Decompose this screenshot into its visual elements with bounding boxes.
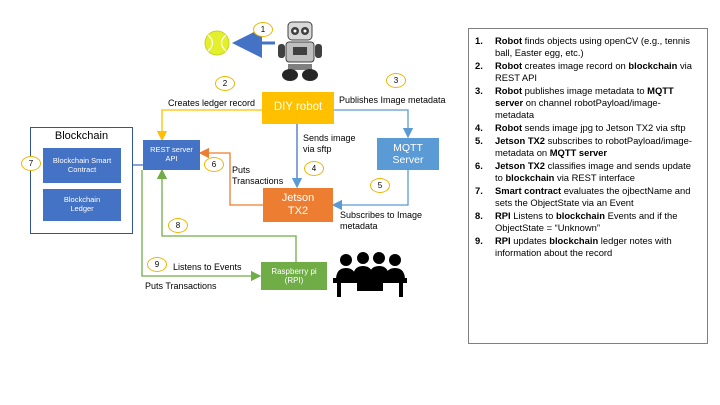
legend-item-number: 3. <box>475 85 483 96</box>
diy-robot-label: DIY robot <box>273 101 323 114</box>
legend-item-number: 1. <box>475 35 483 46</box>
legend-item: 9. RPI updates blockchain ledger notes wi… <box>475 235 699 259</box>
legend-item: 4. Robot sends image jpg to Jetson TX2 vi… <box>475 122 699 134</box>
legend-item-text: Robot sends image jpg to Jetson TX2 via … <box>495 122 686 133</box>
smart-contract-node: Blockchain Smart Contract <box>43 148 121 183</box>
legend-item-number: 7. <box>475 185 483 196</box>
edge-label-publishes-meta: Publishes Image metadata <box>339 95 446 105</box>
edge-label-listens-events: Listens to Events <box>173 262 242 272</box>
mqtt-server-node: MQTT Server <box>377 138 439 170</box>
people-at-desk-icon <box>333 250 407 298</box>
legend-item-number: 4. <box>475 122 483 133</box>
legend-item: 7. Smart contract evaluates the ojbectNam… <box>475 185 699 209</box>
edge-label-puts-tx-jetson: Puts Transactions <box>232 165 284 186</box>
step-marker-3: 3 <box>386 73 406 88</box>
edge-jetson-to-rest <box>198 147 263 206</box>
legend-item: 5. Jetson TX2 subscribes to robotPayload/… <box>475 135 699 159</box>
edge-rest-to-rpi <box>141 170 262 282</box>
legend-item-number: 2. <box>475 60 483 71</box>
step-marker-8: 8 <box>168 218 188 233</box>
jetson-tx2-node: Jetson TX2 <box>263 188 333 222</box>
legend-item-text: RPI updates blockchain ledger notes with… <box>495 235 672 258</box>
legend-item-number: 5. <box>475 135 483 146</box>
step-marker-1: 1 <box>253 22 273 37</box>
rpi-node: Raspberry pi (RPI) <box>261 262 327 290</box>
legend-item-text: Smart contract evaluates the ojbectName … <box>495 185 691 208</box>
robot-icon <box>274 20 326 82</box>
smart-contract-label: Blockchain Smart Contract <box>52 155 112 174</box>
rpi-label: Raspberry pi (RPI) <box>271 266 317 285</box>
jetson-tx2-label: Jetson TX2 <box>281 192 315 217</box>
legend-item: 6. Jetson TX2 classifies image and sends … <box>475 160 699 184</box>
legend-item: 3. Robot publishes image metadata to MQTT… <box>475 85 699 121</box>
ledger-label: Blockchain Ledger <box>63 195 101 213</box>
step-marker-2: 2 <box>215 76 235 91</box>
blockchain-title: Blockchain <box>54 130 109 142</box>
edge-mqtt-to-jetson <box>331 170 409 211</box>
legend-item-number: 6. <box>475 160 483 171</box>
legend-item-text: Robot creates image record on blockchain… <box>495 60 692 83</box>
diy-robot-node: DIY robot <box>262 92 334 124</box>
legend-item-text: RPI Listens to blockchain Events and if … <box>495 210 678 233</box>
mqtt-server-label: MQTT Server <box>392 141 424 166</box>
edge-label-creates-ledger: Creates ledger record <box>168 98 256 108</box>
step-marker-7: 7 <box>21 156 41 171</box>
blockchain-container: Blockchain Blockchain Smart Contract Blo… <box>30 127 133 234</box>
tennis-ball-icon <box>204 30 230 56</box>
legend-item: 1. Robot finds objects using openCV (e.g.… <box>475 35 699 59</box>
edge-label-puts-tx-rpi: Puts Transactions <box>145 281 217 291</box>
ledger-node: Blockchain Ledger <box>43 189 121 221</box>
edge-label-subscribes-meta: Subscribes to Image metadata <box>340 210 423 231</box>
steps-legend: 1. Robot finds objects using openCV (e.g.… <box>468 28 708 344</box>
steps-list: 1. Robot finds objects using openCV (e.g.… <box>475 35 699 259</box>
legend-item-text: Robot publishes image metadata to MQTT s… <box>495 85 674 120</box>
step-marker-9: 9 <box>147 257 167 272</box>
rest-api-node: REST server API <box>143 140 200 170</box>
legend-item: 8. RPI Listens to blockchain Events and i… <box>475 210 699 234</box>
edge-robot-to-mqtt <box>334 109 414 139</box>
edge-rpi-listens <box>156 168 297 262</box>
legend-item: 2. Robot creates image record on blockcha… <box>475 60 699 84</box>
step-marker-6: 6 <box>204 157 224 172</box>
step-marker-5: 5 <box>370 178 390 193</box>
edge-robot-to-rest <box>156 109 262 142</box>
legend-item-number: 9. <box>475 235 483 246</box>
legend-item-text: Jetson TX2 subscribes to robotPayload/im… <box>495 135 692 158</box>
legend-item-text: Robot finds objects using openCV (e.g., … <box>495 35 690 58</box>
step-marker-4: 4 <box>304 161 324 176</box>
legend-item-text: Jetson TX2 classifies image and sends up… <box>495 160 691 183</box>
edge-label-sends-image: Sends image via sftp <box>303 133 356 154</box>
rest-api-label: REST server API <box>150 145 193 163</box>
legend-item-number: 8. <box>475 210 483 221</box>
